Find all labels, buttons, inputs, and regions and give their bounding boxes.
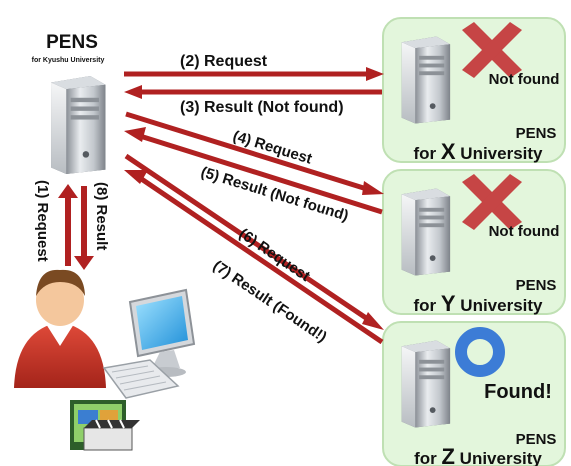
server-z-status: Found! xyxy=(484,381,552,403)
result-label-8: (8) Result xyxy=(93,182,110,250)
server-x-status: Not found xyxy=(489,71,560,88)
result-arrow-x xyxy=(124,85,382,99)
message-label-3: (3) Result (Not found) xyxy=(180,99,344,116)
request-arrow-x xyxy=(124,67,384,81)
server-y-name-line2: for Y University xyxy=(413,291,543,316)
server-z-name-line1: PENS xyxy=(516,431,557,448)
message-label-2: (2) Request xyxy=(180,53,268,70)
client-result-arrow xyxy=(74,186,94,270)
client-subtitle: for Kyushu University xyxy=(32,57,105,64)
server-icon xyxy=(401,188,451,276)
server-x-name-line1: PENS xyxy=(516,125,557,142)
result-arrow-y xyxy=(124,127,383,215)
server-panel-y: Not found PENS for Y University xyxy=(382,169,566,316)
result-arrow-z xyxy=(124,170,384,345)
client-title: PENS xyxy=(46,32,98,53)
server-icon xyxy=(401,340,451,428)
keyboard-icon xyxy=(102,359,180,399)
ring-icon xyxy=(455,327,505,377)
server-y-name-line1: PENS xyxy=(516,277,557,294)
server-y-status: Not found xyxy=(489,223,560,240)
request-arrow-y xyxy=(125,111,384,195)
monitor-icon xyxy=(128,288,196,377)
cross-icon xyxy=(462,174,522,230)
server-panel-z: Found! PENS for Z University xyxy=(382,321,566,466)
server-icon xyxy=(51,76,106,174)
server-x-name-line2: for X University xyxy=(413,139,543,164)
client-request-arrow xyxy=(58,184,78,266)
user-icon xyxy=(14,269,106,388)
video-icon xyxy=(70,400,140,451)
server-z-name-line2: for Z University xyxy=(414,444,542,466)
server-panel-x: Not found PENS for X University xyxy=(382,17,566,164)
server-icon xyxy=(401,36,451,124)
cross-icon xyxy=(462,22,522,78)
request-label-1: (1) Request xyxy=(34,180,51,262)
request-arrow-z xyxy=(124,153,384,330)
